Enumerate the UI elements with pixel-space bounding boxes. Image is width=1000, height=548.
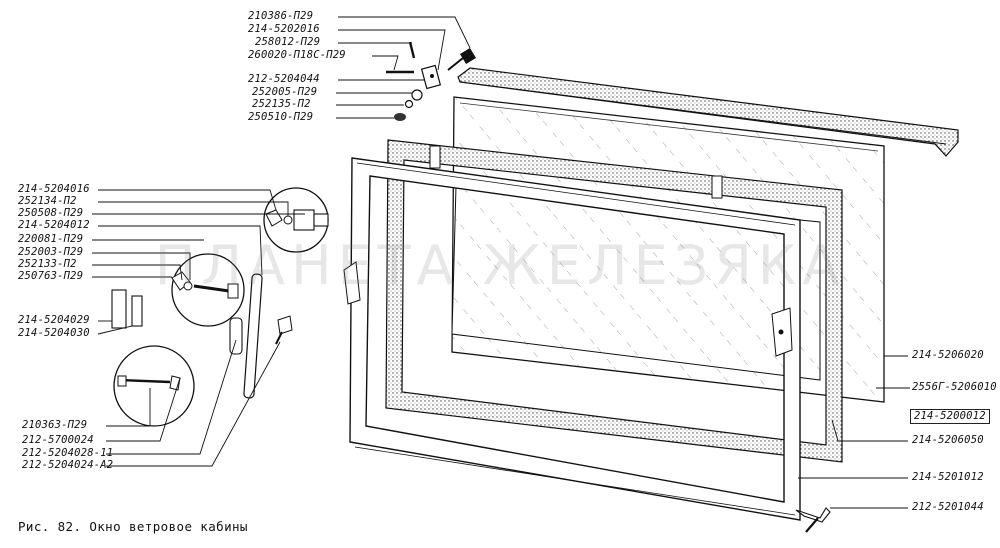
part-label: 214-5206020 [912, 349, 984, 361]
part-label: 212-5204024-А2 [22, 459, 114, 471]
part-label: 220081-П29 [18, 233, 84, 245]
part-label: 214-5206050 [912, 434, 984, 446]
lower-handle [795, 507, 831, 533]
hinge-top-right [711, 175, 723, 199]
part-label: 214-5204012 [18, 219, 90, 231]
top-bracket-parts [386, 41, 476, 121]
inner-glass [451, 185, 821, 381]
part-label: 212-5204028-11 [22, 447, 114, 459]
part-label-boxed: 214-5200012 [910, 409, 990, 424]
part-label: 250763-П29 [18, 270, 84, 282]
part-label: 214-5204029 [18, 314, 90, 326]
part-label: 252005-П29 [252, 86, 318, 98]
top-seal-strip [457, 67, 959, 157]
part-label: 212-5204044 [248, 73, 320, 85]
leader-lines [92, 16, 910, 509]
part-label: 2556Г-5206010 [912, 381, 997, 393]
part-label: 214-5202016 [248, 23, 320, 35]
detail-circle-bottom [113, 345, 195, 427]
part-label: 260020-П18С-П29 [248, 49, 346, 61]
part-label: 250510-П29 [248, 111, 314, 123]
part-label: 214-5204016 [18, 183, 90, 195]
part-label: 212-5700024 [22, 434, 94, 446]
part-label: 250508-П29 [18, 207, 84, 219]
watermark: ПЛАНЕТА ЖЕЛЕЗЯКА [154, 234, 846, 297]
part-label: 252003-П29 [18, 246, 84, 258]
part-label: 214-5204030 [18, 327, 90, 339]
part-label: 210363-П29 [22, 419, 88, 431]
part-label: 214-5201012 [912, 471, 984, 483]
part-label: 210386-П29 [248, 10, 314, 22]
figure-caption: Рис. 82. Окно ветровое кабины [18, 519, 248, 534]
window-frame [343, 157, 801, 521]
stay-arm-assembly [111, 273, 293, 399]
part-label: 212-5201044 [912, 501, 984, 513]
part-label: 252134-П2 [18, 195, 77, 207]
part-label: 252133-П2 [18, 258, 77, 270]
hinge-top-left [429, 145, 441, 169]
frame-hinge-left [343, 261, 361, 305]
part-label: 252135-П2 [252, 98, 311, 110]
rubber-seal-frame [385, 139, 843, 463]
part-label: 258012-П29 [255, 36, 321, 48]
